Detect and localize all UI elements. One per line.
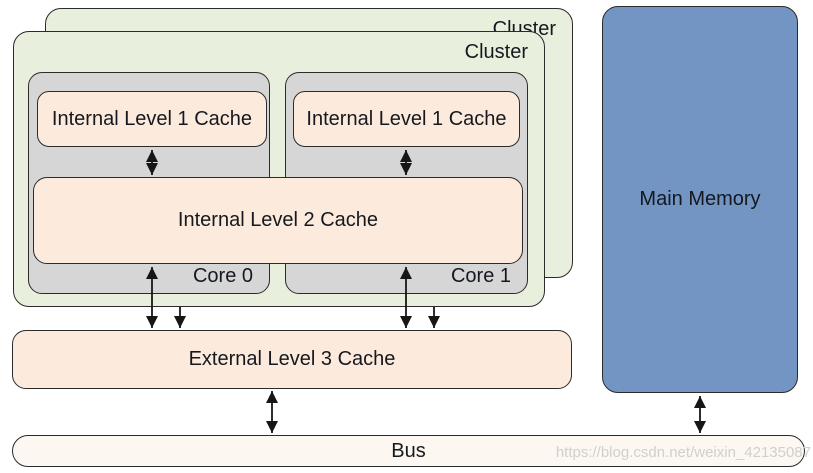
l1-cache-core0-label: Internal Level 1 Cache (51, 107, 253, 130)
main-memory-box: Main Memory (602, 6, 798, 393)
bus-label: Bus (391, 439, 426, 462)
l3-cache-label: External Level 3 Cache (188, 348, 396, 370)
l1-cache-core1-box: Internal Level 1 Cache (293, 91, 520, 147)
l1-cache-core1-label: Internal Level 1 Cache (306, 107, 507, 130)
bus-box: Bus (12, 435, 805, 467)
core0-label: Core 0 (192, 265, 253, 287)
watermark-text: https://blog.csdn.net/weixin_42135087 (555, 444, 811, 461)
cluster-front-label: Cluster (464, 41, 528, 63)
l2-cache-label: Internal Level 2 Cache (177, 209, 379, 231)
core1-label: Core 1 (450, 265, 511, 287)
l2-cache-box: Internal Level 2 Cache (33, 177, 523, 264)
main-memory-label: Main Memory (639, 188, 761, 210)
l3-cache-box: External Level 3 Cache (12, 330, 572, 389)
l1-cache-core0-box: Internal Level 1 Cache (37, 91, 267, 147)
